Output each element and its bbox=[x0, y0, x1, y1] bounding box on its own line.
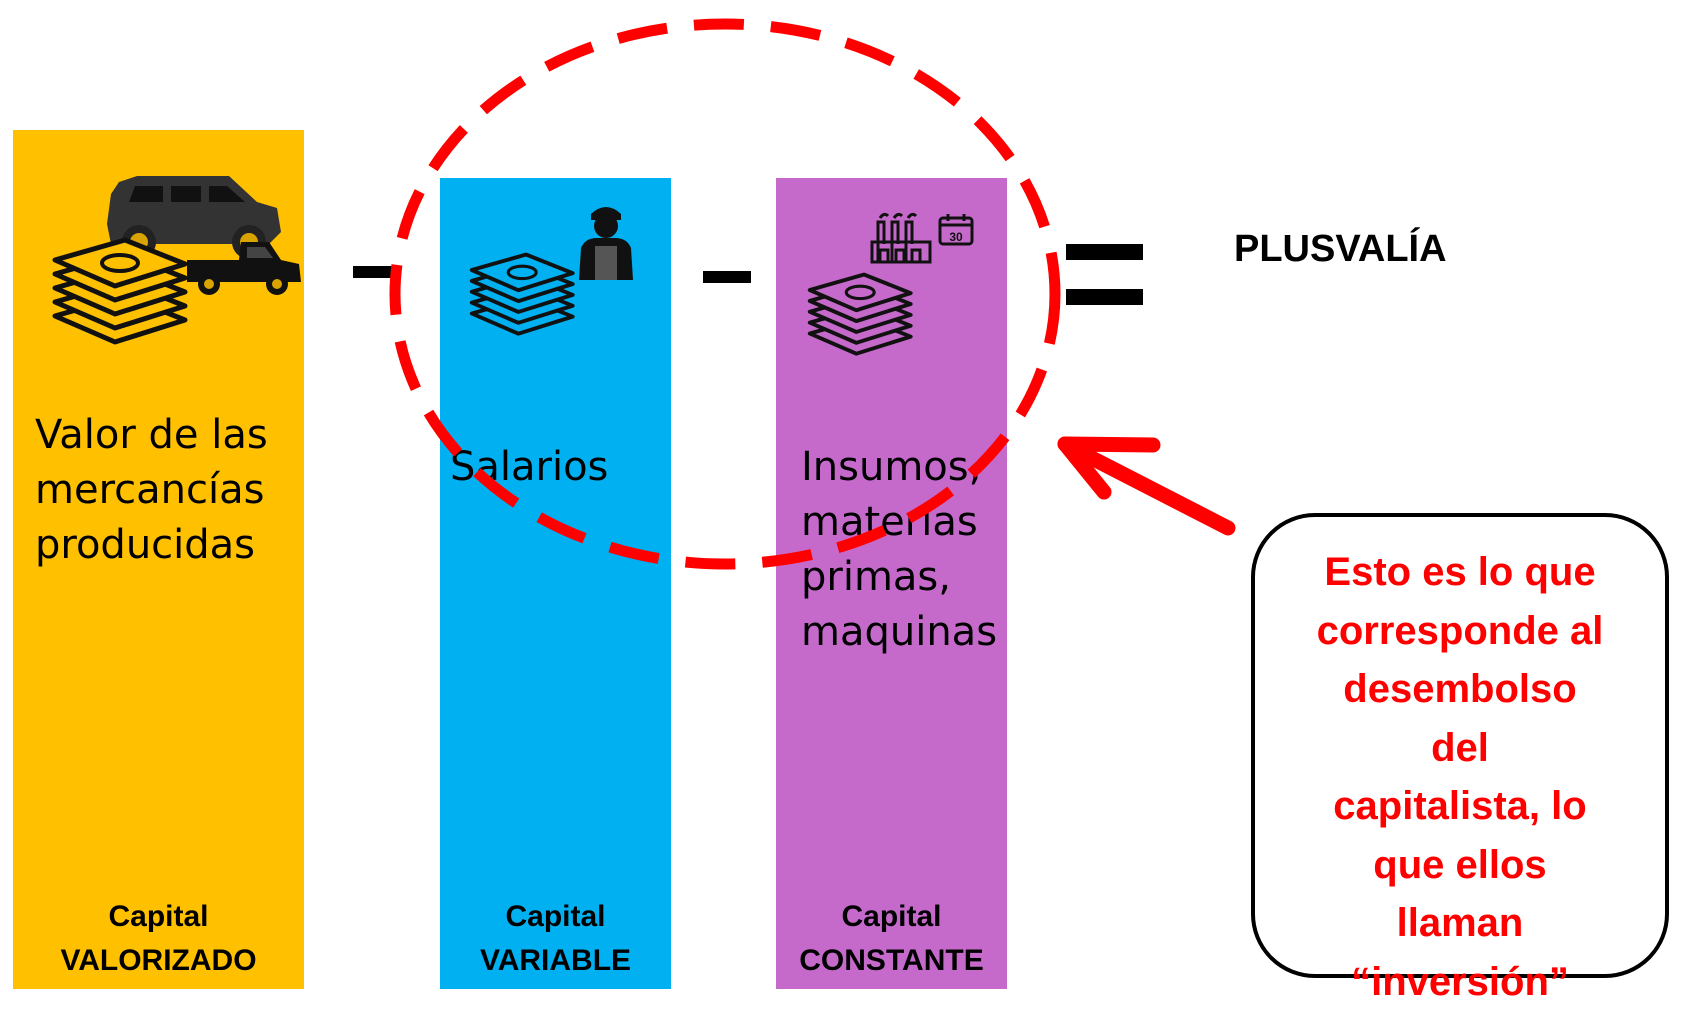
money-stack-icon bbox=[469, 252, 575, 336]
pointer-arrow bbox=[1057, 436, 1236, 536]
footer-line-1: Capital bbox=[841, 900, 942, 933]
column-capital-variable: Salarios Capital VARIABLE bbox=[440, 178, 671, 989]
minus-operator-2 bbox=[703, 271, 751, 283]
money-stack-icon bbox=[807, 272, 913, 356]
money-stack-icon bbox=[52, 237, 188, 345]
plusvalia-label: PLUSVALÍA bbox=[1234, 228, 1447, 270]
footer-label: Capital VALORIZADO bbox=[13, 895, 304, 983]
pickup-truck-icon bbox=[187, 242, 301, 295]
footer-line-2: VARIABLE bbox=[479, 944, 632, 977]
minus-operator-1 bbox=[353, 266, 401, 278]
callout-text: Esto es lo que corresponde al desembolso… bbox=[1316, 550, 1604, 1004]
footer-line-2: VALORIZADO bbox=[60, 944, 257, 977]
calendar-icon: 30 bbox=[938, 214, 974, 246]
footer-label: Capital VARIABLE bbox=[440, 895, 671, 983]
footer-label: Capital CONSTANTE bbox=[776, 895, 1007, 983]
calendar-day: 30 bbox=[949, 230, 963, 244]
footer-line-1: Capital bbox=[108, 900, 209, 933]
dashed-highlight-circle bbox=[389, 18, 1061, 570]
factory-icon bbox=[870, 212, 932, 264]
equals-operator bbox=[1066, 244, 1143, 306]
footer-line-2: CONSTANTE bbox=[799, 944, 984, 977]
description-text: Salarios bbox=[450, 444, 609, 490]
worker-icon bbox=[579, 207, 633, 280]
description-text: Valor de las mercancías producidas bbox=[35, 412, 268, 568]
highlight-overlay bbox=[389, 18, 1236, 570]
column-capital-constante: 30 Insumos, materias primas, maquinas Ca… bbox=[776, 178, 1007, 989]
description-text: Insumos, materias primas, maquinas bbox=[801, 444, 998, 655]
callout-box: Esto es lo que corresponde al desembolso… bbox=[1251, 513, 1669, 1004]
column-capital-valorizado: Valor de las mercancías producidas Capit… bbox=[13, 130, 304, 989]
footer-line-1: Capital bbox=[505, 900, 606, 933]
